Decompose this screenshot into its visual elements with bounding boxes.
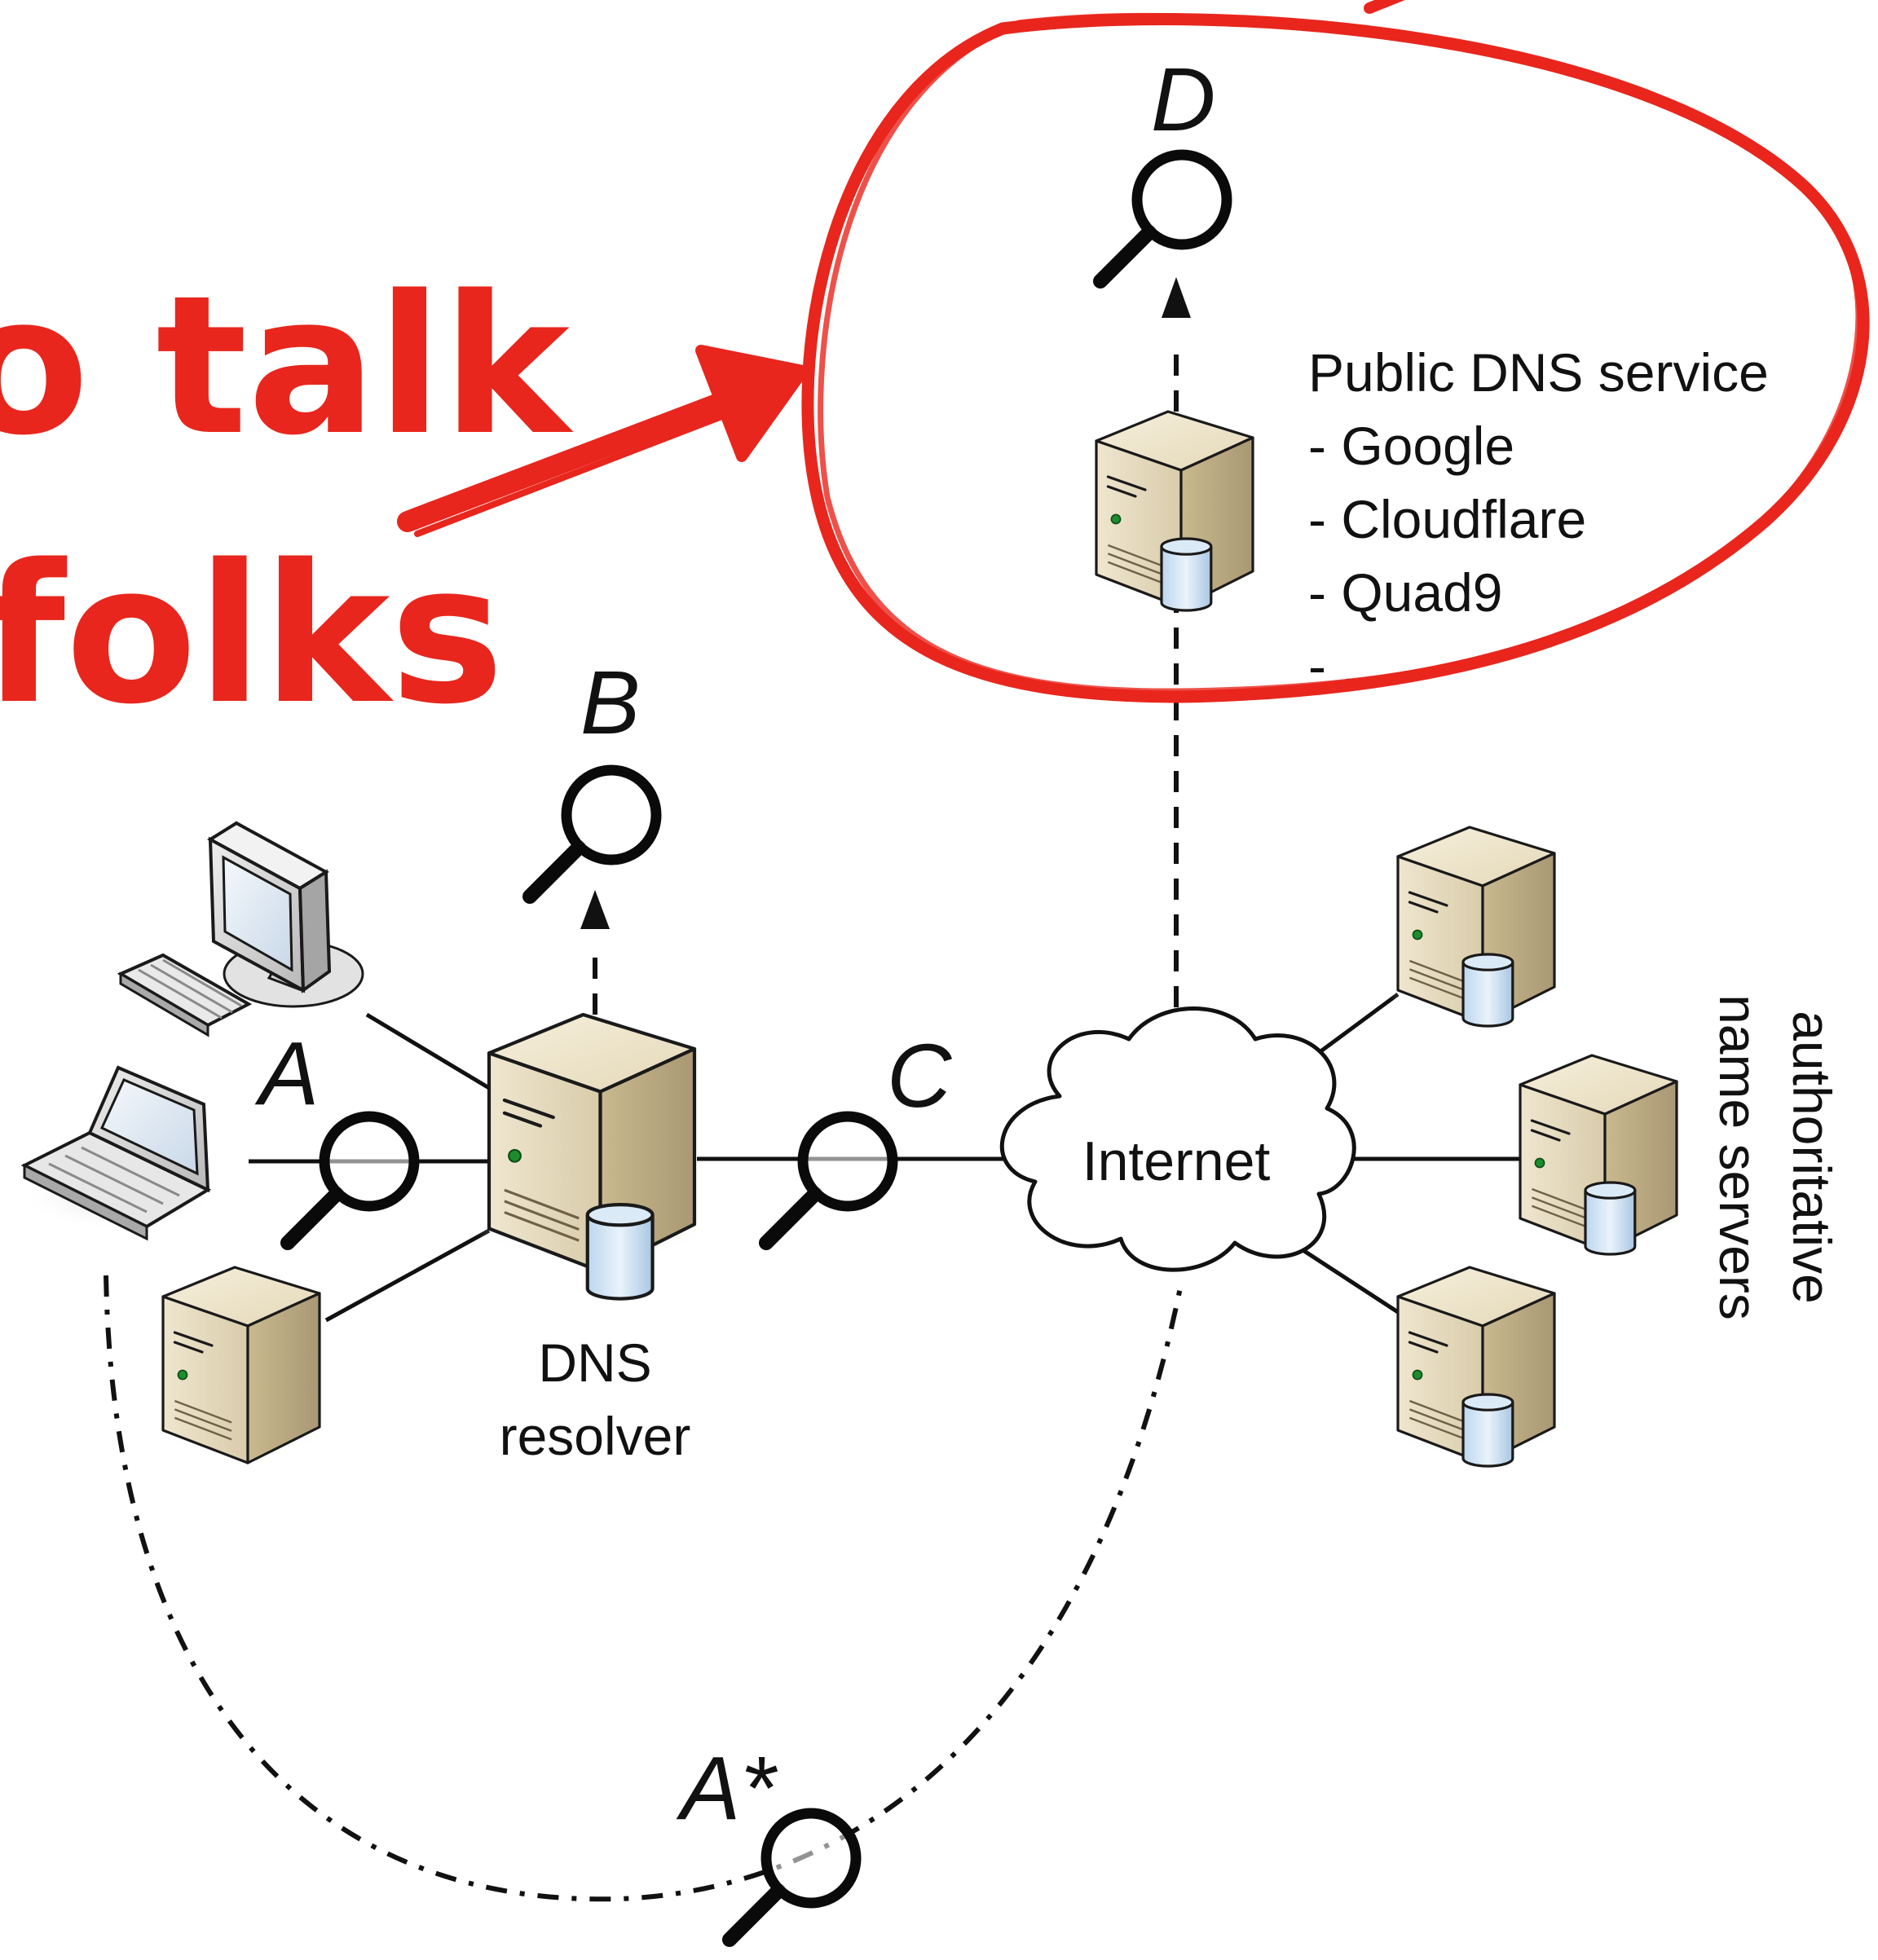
cloud-icon (999, 1006, 1356, 1272)
observer-B-magnifier-icon (530, 770, 656, 896)
public-dns-title: Public DNS service (1308, 342, 1769, 403)
desktop-computer-icon (117, 821, 364, 1037)
link-internet-auth-bottom (1303, 1249, 1400, 1315)
link-server-resolver (324, 1228, 491, 1323)
annotation-line-2: folks (0, 524, 504, 747)
arrow-to-B (580, 890, 610, 929)
authoritative-server-1-icon (1386, 826, 1566, 1028)
authoritative-server-3-icon (1386, 1266, 1566, 1468)
observer-label-A-star: A* (676, 1738, 778, 1839)
authoritative-server-2-icon (1509, 1054, 1688, 1256)
observer-D-magnifier-icon (1100, 155, 1227, 281)
public-dns-item-2: - Cloudflare (1308, 489, 1586, 549)
public-dns-item-3: - Quad9 (1308, 562, 1502, 623)
resolver-label-line-1: DNS (538, 1332, 651, 1393)
observer-label-A: A (254, 1024, 319, 1124)
authoritative-label-line-2: name servers (1708, 994, 1769, 1320)
internet-label: Internet (1082, 1130, 1271, 1192)
public-dns-item-1: - Google (1308, 416, 1514, 476)
highlight-ellipse (801, 0, 1870, 703)
resolver-server-icon (476, 1015, 708, 1299)
observer-A-magnifier-icon (288, 1117, 414, 1243)
observer-label-D: D (1151, 50, 1215, 150)
laptop-icon (20, 1065, 216, 1241)
arrow-to-D (1162, 277, 1191, 318)
observer-label-C: C (887, 1026, 953, 1126)
link-desktop-resolver (365, 1012, 491, 1090)
annotation-line-1: o talk (0, 255, 574, 478)
public-dns-server-icon (1085, 410, 1264, 612)
authoritative-label-line-1: authoritative (1782, 1011, 1842, 1304)
highlight-arrow (397, 345, 809, 537)
resolver-label-line-2: resolver (500, 1406, 691, 1466)
observer-C-magnifier-icon (766, 1117, 893, 1243)
observer-label-B: B (580, 653, 640, 753)
dashdot-encrypted-path (104, 1275, 1183, 1902)
client-server-icon (152, 1266, 331, 1464)
